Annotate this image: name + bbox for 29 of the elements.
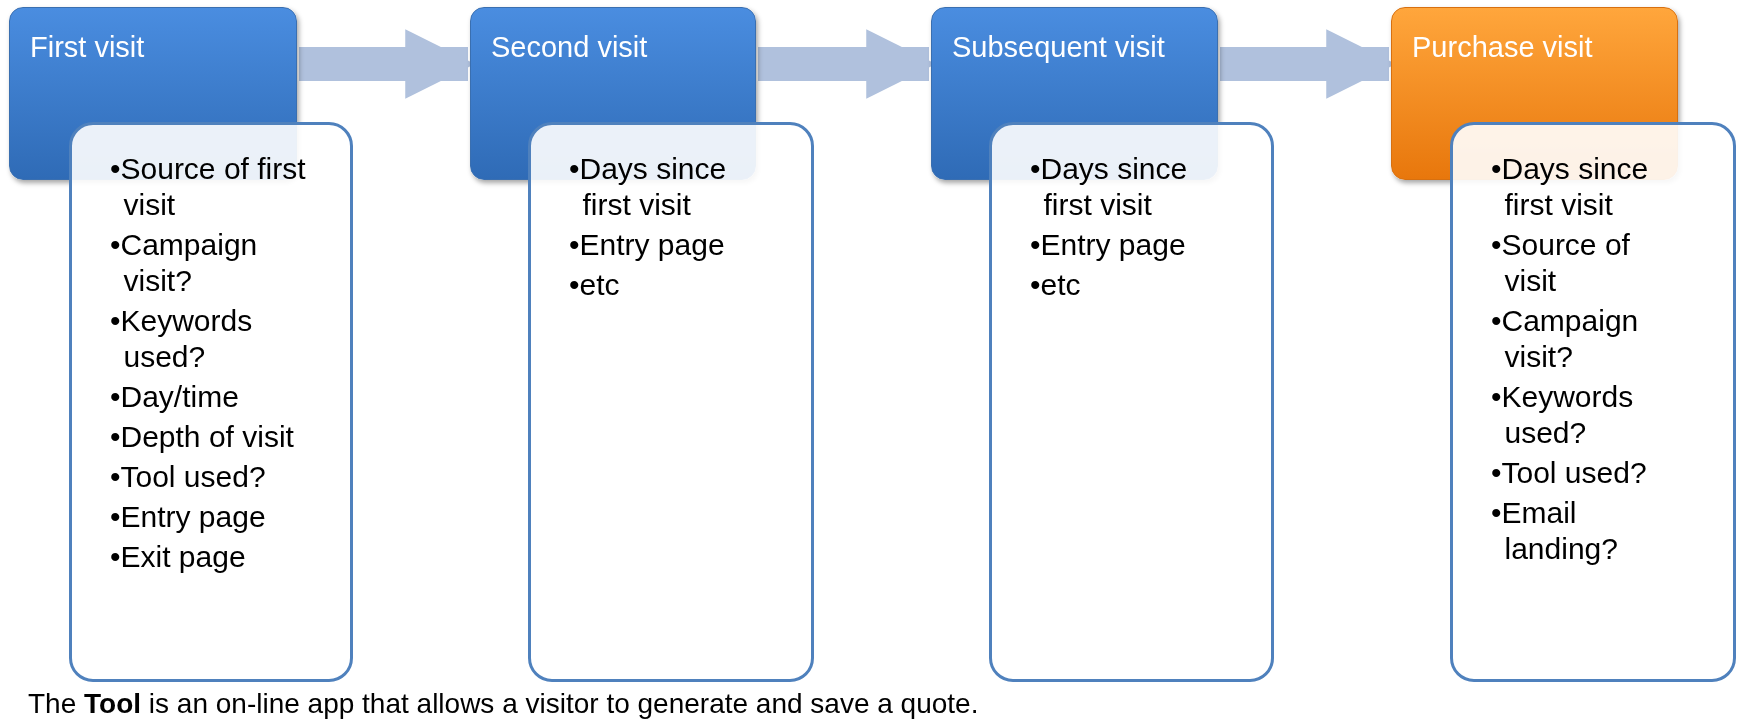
detail-card: [989, 122, 1274, 682]
stage-title: Subsequent visit: [952, 30, 1166, 65]
bullet-item: •Campaign visit?: [1491, 303, 1640, 375]
bullet-item: •Email landing?: [1491, 495, 1619, 567]
bullet-item: •Source of visit: [1491, 227, 1631, 299]
bullet-item: •Days since first visit: [1030, 151, 1189, 223]
bullet-item: •Keywords used?: [1491, 379, 1635, 451]
detail-card: [1450, 122, 1736, 682]
bullet-item: •Keywords used?: [110, 303, 254, 375]
detail-card: [69, 122, 353, 682]
bullet-item: •Days since first visit: [1491, 151, 1650, 223]
bullet-item: •Entry page: [569, 227, 726, 263]
bullet-item: •Source of first visit: [110, 151, 306, 223]
bullet-item: •Campaign visit?: [110, 227, 259, 299]
detail-card: [528, 122, 814, 682]
bullet-item: •Exit page: [110, 539, 247, 575]
stage-title: Second visit: [491, 30, 649, 65]
bullet-item: •Entry page: [1030, 227, 1187, 263]
footnote-text: The Tool is an on-line app that allows a visitor to generate and save a quote.: [28, 688, 979, 720]
bullet-item: •Days since first visit: [569, 151, 728, 223]
bullet-item: •Tool used?: [110, 459, 267, 495]
bullet-item: •etc: [1030, 267, 1082, 303]
bullet-item: •Entry page: [110, 499, 267, 535]
bullet-item: •Tool used?: [1491, 455, 1648, 491]
bullet-item: •etc: [569, 267, 621, 303]
bullet-item: •Depth of visit: [110, 419, 295, 455]
stage-title: First visit: [30, 30, 146, 65]
bullet-item: •Day/time: [110, 379, 240, 415]
stage-title: Purchase visit: [1412, 30, 1594, 65]
